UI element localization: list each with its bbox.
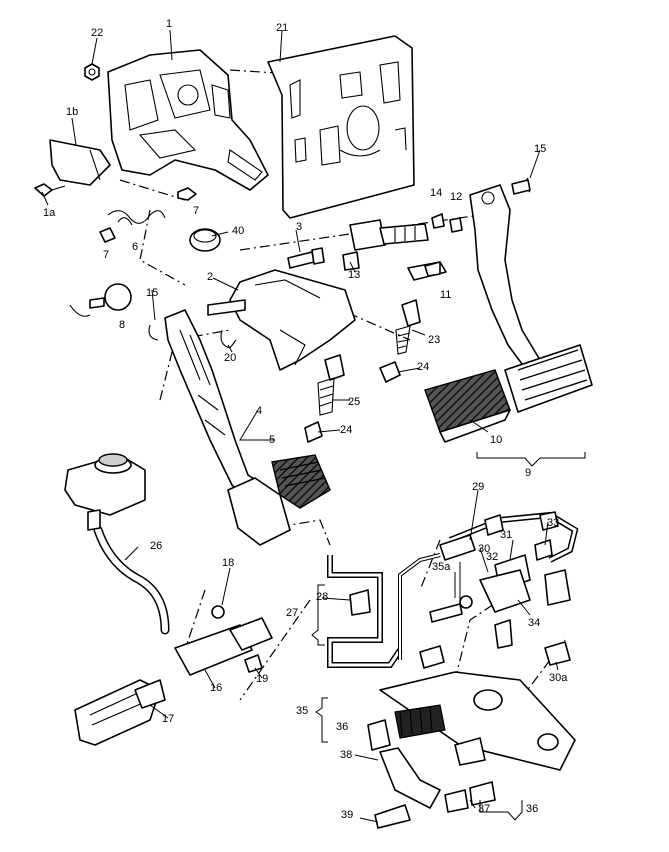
- callout-31: 31: [500, 529, 512, 541]
- callout-25: 25: [348, 396, 360, 408]
- callout-17: 17: [162, 713, 174, 725]
- bulkhead-panel-21: [267, 35, 415, 219]
- leader-lines: [41, 29, 559, 823]
- reservoir: [64, 453, 146, 531]
- brake-pedal-arm-9: [469, 179, 593, 413]
- callout-labels: 1 22 21 1b 15 14 12 1a 7 40 3 6 7 13 2 1…: [43, 18, 568, 821]
- callout-19: 19: [256, 673, 268, 685]
- callout-1a: 1a: [43, 207, 56, 219]
- switches-23-25: [304, 299, 421, 443]
- callout-35: 35: [296, 705, 308, 717]
- grouping-brackets: [311, 452, 586, 821]
- callout-16: 16: [210, 682, 222, 694]
- callout-24a: 24: [417, 361, 429, 373]
- callout-11: 11: [440, 289, 451, 301]
- callout-40: 40: [232, 225, 244, 237]
- clutch-pedal-pad-5: [227, 454, 331, 546]
- pivot-bracket-2: [207, 269, 356, 371]
- callout-34: 34: [528, 617, 540, 629]
- master-cylinder-16: [174, 605, 273, 676]
- callout-24b: 24: [340, 424, 352, 436]
- knob-8: [69, 283, 132, 317]
- callout-21: 21: [276, 22, 288, 34]
- callout-1: 1: [166, 18, 172, 30]
- callout-20: 20: [224, 352, 236, 364]
- callout-15b: 15: [146, 287, 158, 299]
- brake-pedal-pad-10: [424, 369, 511, 443]
- clutch-pedal-arm-4: [164, 309, 269, 501]
- callout-2: 2: [207, 271, 213, 283]
- lower-assembly-35: [367, 671, 576, 829]
- callout-36b: 36: [526, 803, 538, 815]
- callout-14: 14: [430, 187, 442, 199]
- callout-10: 10: [490, 434, 502, 446]
- callout-37: 37: [478, 803, 490, 815]
- switch-hardware: [342, 213, 463, 281]
- callout-7b: 7: [103, 249, 109, 261]
- callout-30: 30: [478, 543, 490, 555]
- callout-5: 5: [269, 434, 275, 446]
- callout-29: 29: [472, 481, 484, 493]
- callout-3: 3: [296, 221, 302, 233]
- callout-33: 33: [547, 517, 559, 529]
- callout-39: 39: [341, 809, 353, 821]
- callout-35a: 35a: [432, 561, 451, 573]
- bolt-3: [287, 247, 325, 269]
- callout-18: 18: [222, 557, 234, 569]
- callout-8: 8: [119, 319, 125, 331]
- callout-15a: 15: [534, 143, 546, 155]
- callout-22: 22: [91, 27, 103, 39]
- callout-28: 28: [316, 591, 328, 603]
- callout-26: 26: [150, 540, 162, 552]
- callout-13: 13: [348, 269, 360, 281]
- callout-12: 12: [450, 191, 462, 203]
- slave-cylinder-parts: [398, 539, 571, 669]
- callout-23: 23: [428, 334, 440, 346]
- hardware-top-left: [34, 63, 197, 243]
- grommet-40: [189, 228, 221, 252]
- callout-1b: 1b: [66, 106, 78, 118]
- callout-36a: 36: [336, 721, 348, 733]
- hose-26: [93, 525, 170, 635]
- hydraulic-line-27: [327, 555, 403, 668]
- callout-4: 4: [256, 405, 262, 417]
- callout-9: 9: [525, 467, 531, 479]
- slave-line-29: [439, 511, 579, 563]
- pedal-bracket-1: [107, 49, 269, 191]
- fitting-17: [74, 679, 166, 746]
- callout-38: 38: [340, 749, 352, 761]
- callout-7a: 7: [193, 205, 199, 217]
- callout-30a: 30a: [549, 672, 568, 684]
- callout-6: 6: [132, 241, 138, 253]
- callout-27: 27: [286, 607, 298, 619]
- side-bracket-1b: [49, 139, 111, 186]
- callout-32: 32: [486, 551, 498, 563]
